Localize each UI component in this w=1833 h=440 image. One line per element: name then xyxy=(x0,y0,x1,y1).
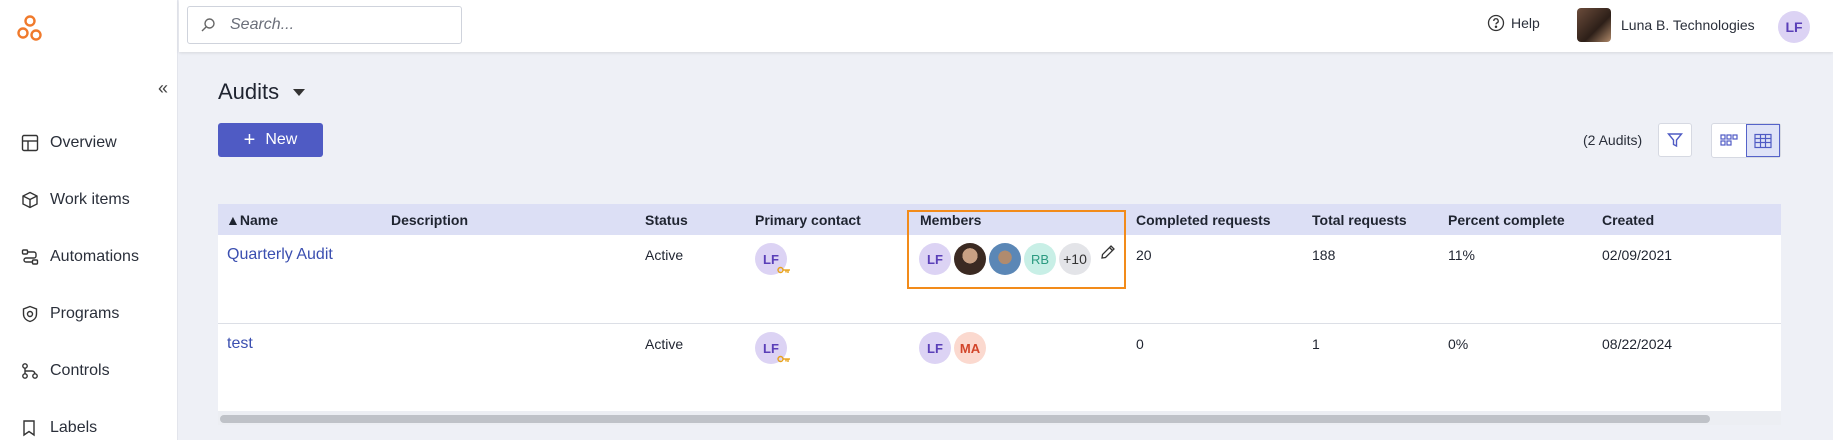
avatar: MA xyxy=(954,332,986,364)
column-header-status[interactable]: Status xyxy=(645,212,688,228)
sidebar-item-controls[interactable]: Controls xyxy=(0,342,178,399)
sidebar-item-label: Controls xyxy=(50,361,110,379)
column-header-description[interactable]: Description xyxy=(391,212,469,228)
sidebar-item-labels[interactable]: Labels xyxy=(0,399,178,440)
completed-requests: 20 xyxy=(1136,247,1152,263)
sidebar-item-label: Automations xyxy=(50,247,139,265)
audit-name-link[interactable]: Quarterly Audit xyxy=(227,246,333,263)
sidebar: « Overview Work items Automations Progra… xyxy=(0,0,178,440)
sidebar-item-label: Overview xyxy=(50,133,117,151)
primary-contact[interactable]: LF xyxy=(755,332,790,364)
search-box[interactable] xyxy=(187,6,462,44)
avatar: LF xyxy=(755,332,787,364)
avatar: RB xyxy=(1024,243,1056,275)
column-header-name[interactable]: ▲Name xyxy=(226,212,278,228)
column-header-primary-contact[interactable]: Primary contact xyxy=(755,212,861,228)
collapse-sidebar-button[interactable]: « xyxy=(158,78,169,98)
controls-icon xyxy=(20,361,40,381)
sidebar-nav: Overview Work items Automations Programs… xyxy=(0,114,178,440)
sidebar-item-work-items[interactable]: Work items xyxy=(0,171,178,228)
avatar-photo xyxy=(954,243,986,275)
search-input[interactable] xyxy=(230,16,450,34)
total-requests: 188 xyxy=(1312,247,1336,263)
scrollbar-thumb[interactable] xyxy=(220,415,1710,423)
table-view-icon xyxy=(1754,133,1772,148)
total-requests: 1 xyxy=(1312,336,1320,352)
completed-requests: 0 xyxy=(1136,336,1144,352)
column-header-completed-requests[interactable]: Completed requests xyxy=(1136,212,1271,228)
key-icon xyxy=(777,355,790,363)
members-list[interactable]: LF RB +10 xyxy=(919,243,1116,275)
avatar: LF xyxy=(919,243,951,275)
plus-icon: + xyxy=(243,129,256,151)
label-icon xyxy=(20,418,40,438)
audit-name-link[interactable]: test xyxy=(227,335,253,352)
percent-complete: 0% xyxy=(1448,336,1469,352)
members-list[interactable]: LF MA xyxy=(919,332,989,364)
audit-status: Active xyxy=(645,336,684,352)
automation-icon xyxy=(20,247,40,267)
table-view-button[interactable] xyxy=(1745,124,1780,157)
key-icon xyxy=(777,266,790,274)
view-toggle xyxy=(1711,123,1781,158)
created-date: 08/22/2024 xyxy=(1602,336,1673,352)
column-header-total-requests[interactable]: Total requests xyxy=(1312,212,1407,228)
chevron-down-icon[interactable] xyxy=(293,88,306,96)
help-icon xyxy=(1487,14,1505,32)
app-logo-icon[interactable] xyxy=(16,14,44,42)
column-header-members[interactable]: Members xyxy=(920,212,982,228)
avatar-photo xyxy=(989,243,1021,275)
sidebar-item-programs[interactable]: Programs xyxy=(0,285,178,342)
audit-status: Active xyxy=(645,247,684,263)
shield-icon xyxy=(20,304,40,324)
more-members-badge[interactable]: +10 xyxy=(1059,243,1091,275)
table-row[interactable]: test Active LF LF MA 0 1 0% 08/22/2024 xyxy=(218,324,1781,413)
sidebar-item-label: Labels xyxy=(50,418,98,436)
sidebar-item-label: Work items xyxy=(50,190,130,208)
sidebar-item-automations[interactable]: Automations xyxy=(0,228,178,285)
top-bar: Help Luna B. Technologies LF xyxy=(179,0,1833,52)
user-avatar[interactable]: LF xyxy=(1778,11,1810,43)
board-view-icon xyxy=(1720,133,1738,146)
search-icon xyxy=(201,18,215,32)
column-header-percent-complete[interactable]: Percent complete xyxy=(1448,212,1565,228)
org-switcher[interactable]: Luna B. Technologies xyxy=(1577,8,1755,42)
sidebar-item-overview[interactable]: Overview xyxy=(0,114,178,171)
avatar: LF xyxy=(919,332,951,364)
board-view-button[interactable] xyxy=(1712,124,1746,157)
dashboard-icon xyxy=(20,133,40,153)
page-title: Audits xyxy=(218,79,280,104)
created-date: 02/09/2021 xyxy=(1602,247,1673,263)
help-label: Help xyxy=(1511,15,1540,31)
org-logo xyxy=(1577,8,1611,42)
help-link[interactable]: Help xyxy=(1487,14,1540,32)
audits-table: ▲Name Description Status Primary contact… xyxy=(218,204,1781,413)
page-title-area: Audits xyxy=(218,79,306,105)
audit-count: (2 Audits) xyxy=(1583,132,1643,148)
avatar: LF xyxy=(755,243,787,275)
cube-icon xyxy=(20,190,40,210)
new-button-label: New xyxy=(265,131,298,148)
horizontal-scrollbar[interactable] xyxy=(218,411,1781,425)
percent-complete: 11% xyxy=(1448,247,1475,263)
new-audit-button[interactable]: + New xyxy=(218,123,323,157)
filter-button[interactable] xyxy=(1658,123,1692,157)
table-header: ▲Name Description Status Primary contact… xyxy=(218,204,1781,235)
pencil-icon[interactable] xyxy=(1100,244,1116,260)
filter-icon xyxy=(1667,133,1683,148)
org-name: Luna B. Technologies xyxy=(1621,17,1755,33)
sidebar-item-label: Programs xyxy=(50,304,120,322)
primary-contact[interactable]: LF xyxy=(755,243,790,275)
table-row[interactable]: Quarterly Audit Active LF LF RB +10 20 1… xyxy=(218,235,1781,324)
column-header-created[interactable]: Created xyxy=(1602,212,1655,228)
